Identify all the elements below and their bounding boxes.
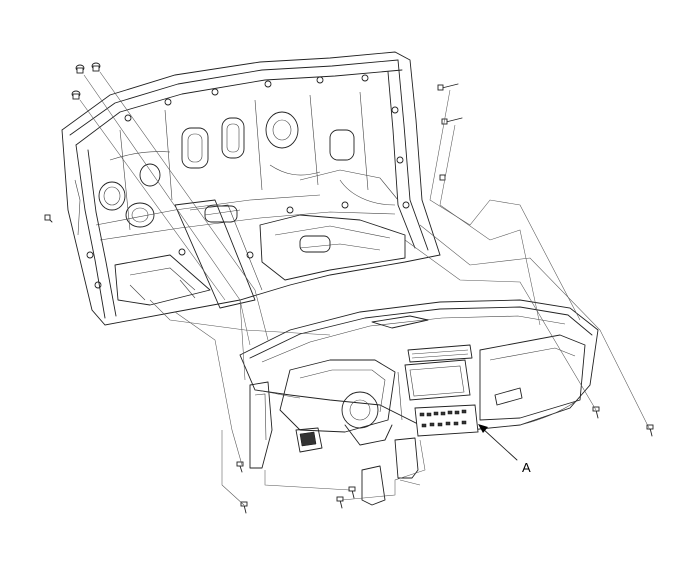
callout-a-label: A bbox=[522, 460, 531, 475]
screw bbox=[439, 174, 446, 181]
callout-a-arrowhead bbox=[478, 424, 488, 433]
bolt bbox=[646, 424, 654, 437]
bolt bbox=[336, 496, 344, 509]
crash-pad-assembly bbox=[239, 299, 599, 506]
assembly-leader-lines bbox=[79, 71, 651, 506]
callout-a-arrow bbox=[481, 427, 518, 461]
nut bbox=[71, 90, 81, 100]
bolt bbox=[348, 486, 356, 499]
screw bbox=[44, 214, 53, 223]
nut bbox=[91, 62, 101, 72]
bolt bbox=[592, 406, 600, 419]
firewall-panel bbox=[61, 51, 441, 326]
nut bbox=[75, 64, 85, 74]
callout-a: A bbox=[478, 424, 531, 475]
bolt bbox=[437, 83, 459, 91]
bolt bbox=[240, 501, 248, 514]
bolt bbox=[236, 461, 244, 473]
